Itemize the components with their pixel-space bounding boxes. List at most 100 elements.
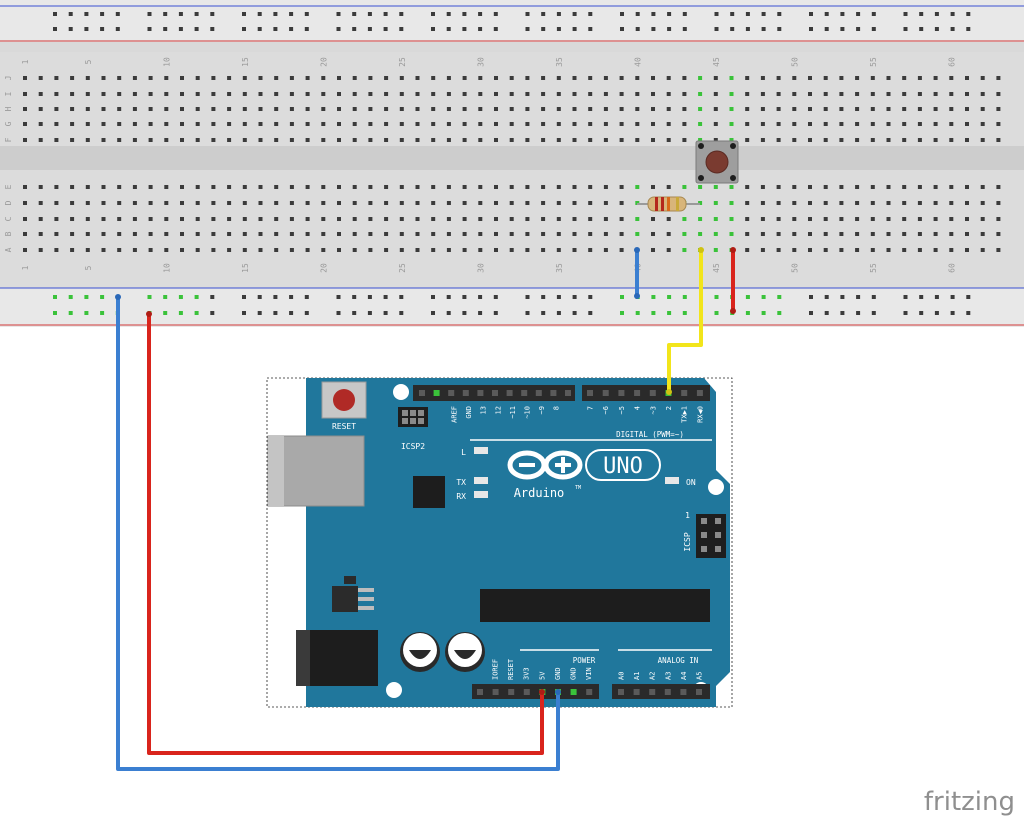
breadboard-hole <box>619 138 624 142</box>
breadboard-hole <box>180 107 184 111</box>
pin-label: ~5 <box>618 406 626 414</box>
breadboard-hole <box>148 107 153 111</box>
breadboard-hole <box>399 107 404 111</box>
capacitor-mark <box>409 650 431 659</box>
breadboard-hole <box>23 122 27 126</box>
breadboard-hole <box>666 217 671 221</box>
breadboard-hole <box>933 201 938 205</box>
breadboard-hole <box>132 138 137 142</box>
rail-hole <box>178 295 183 299</box>
breadboard-hole <box>635 122 640 126</box>
center-channel <box>0 146 1024 170</box>
breadboard-hole <box>462 232 467 236</box>
breadboard-hole <box>305 76 310 80</box>
breadboard-hole <box>70 248 75 252</box>
breadboard-hole <box>494 107 498 111</box>
breadboard-hole <box>462 122 467 126</box>
rail-hole <box>651 295 656 299</box>
breadboard-hole <box>996 76 1001 80</box>
breadboard-hole <box>38 232 43 236</box>
breadboard-hole <box>965 107 969 111</box>
breadboard-hole <box>446 122 451 126</box>
rail-hole <box>966 27 971 31</box>
breadboard-hole <box>949 185 954 189</box>
breadboard-hole <box>651 122 655 126</box>
rail-hole <box>809 12 813 16</box>
breadboard-hole <box>132 76 137 80</box>
breadboard-hole <box>808 92 812 96</box>
breadboard-hole <box>227 232 232 236</box>
pin-label: 5V <box>538 671 546 680</box>
breadboard-hole <box>870 76 875 80</box>
rail-hole <box>525 295 530 299</box>
breadboard-hole <box>509 76 514 80</box>
row-label: J <box>4 76 13 81</box>
breadboard-hole <box>23 217 27 221</box>
breadboard-hole <box>305 217 310 221</box>
header-pin <box>523 689 530 695</box>
breadboard-hole <box>305 232 310 236</box>
rail-hole <box>304 27 309 31</box>
breadboard-hole <box>760 92 765 96</box>
rail-hole <box>84 27 89 31</box>
breadboard-hole <box>85 217 90 221</box>
breadboard-hole <box>227 76 232 80</box>
breadboard-hole <box>886 138 891 142</box>
breadboard-hole <box>289 217 294 221</box>
capacitor <box>400 632 440 672</box>
capacitor-mark <box>454 650 476 659</box>
breadboard-hole <box>85 122 90 126</box>
led-on-label: ON <box>686 478 696 487</box>
uno-label: UNO <box>603 454 643 479</box>
rail-hole <box>541 27 546 31</box>
rail-hole <box>194 12 199 16</box>
rail-hole <box>367 12 372 16</box>
breadboard-hole <box>195 138 200 142</box>
rail-hole <box>383 27 388 31</box>
breadboard-hole <box>603 107 608 111</box>
breadboard-hole <box>933 138 938 142</box>
breadboard-hole <box>368 107 373 111</box>
breadboard-hole <box>823 138 828 142</box>
breadboard-hole <box>729 122 734 126</box>
column-number-top: 1 <box>21 59 30 64</box>
breadboard-hole <box>494 232 498 236</box>
breadboard-hole <box>23 107 27 111</box>
breadboard-hole <box>886 217 891 221</box>
rail-hole <box>745 295 750 299</box>
pin-label: A3 <box>664 672 672 680</box>
icsp2-label: ICSP2 <box>401 442 425 451</box>
breadboard-hole <box>855 217 860 221</box>
rail-hole <box>871 295 876 299</box>
breadboard-hole <box>745 232 750 236</box>
rail-hole <box>919 12 924 16</box>
breadboard-hole <box>101 201 106 205</box>
breadboard-hole <box>352 92 357 96</box>
breadboard-hole <box>651 185 655 189</box>
breadboard-hole <box>839 185 844 189</box>
breadboard-hole <box>227 248 232 252</box>
rail-hole <box>304 295 309 299</box>
breadboard-hole <box>478 217 483 221</box>
breadboard-hole <box>682 185 687 189</box>
breadboard-hole <box>886 248 891 252</box>
breadboard-hole <box>85 248 90 252</box>
breadboard-hole <box>666 76 671 80</box>
rail-hole <box>100 295 105 299</box>
rail-hole <box>431 311 435 315</box>
rail-hole <box>745 12 750 16</box>
breadboard-hole <box>195 122 200 126</box>
breadboard-hole <box>965 248 969 252</box>
rail-hole <box>289 295 294 299</box>
breadboard-hole <box>258 138 263 142</box>
analog-label: ANALOG IN <box>658 656 699 665</box>
rail-hole <box>966 295 971 299</box>
breadboard-hole <box>666 185 671 189</box>
breadboard-hole <box>996 232 1001 236</box>
rail-hole <box>431 295 435 299</box>
breadboard-hole <box>23 76 27 80</box>
breadboard-hole <box>352 201 357 205</box>
breadboard-hole <box>556 138 561 142</box>
breadboard-hole <box>792 248 797 252</box>
